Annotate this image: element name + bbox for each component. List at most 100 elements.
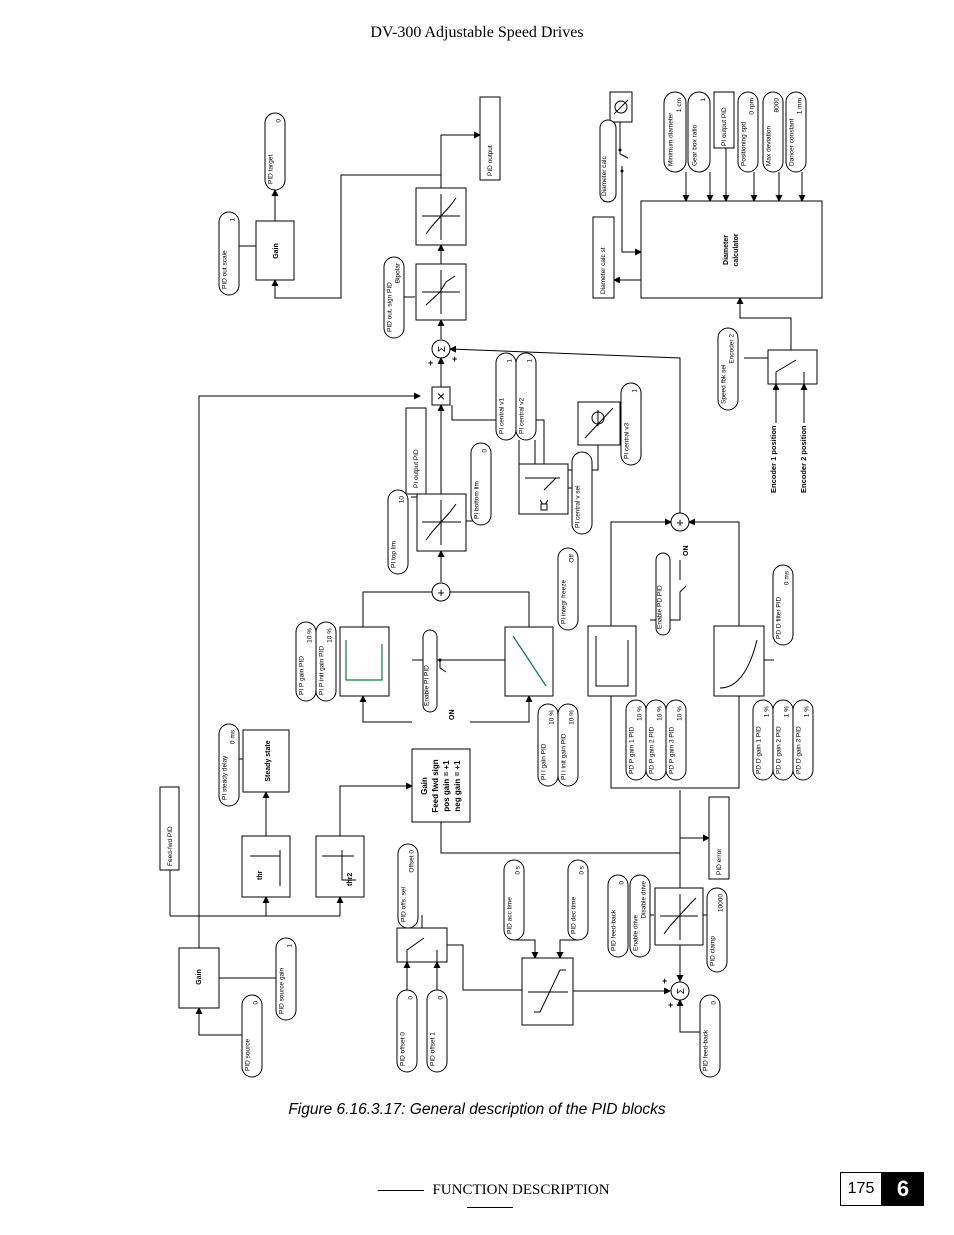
param-label: PI I gain PID [541,743,548,780]
steady-state-label: Steady state [265,740,272,781]
param-value: 1 [700,98,707,102]
param-pill-shape [470,442,492,526]
param-label: PI P init gain PID [319,646,326,695]
param-gear-box-ratio: Gear box ratio 1 [687,91,711,173]
param-pill-shape [687,91,711,173]
param-label: PID offs. sel [401,887,408,922]
param-label: Max deviation [766,126,773,166]
param-label: PID feed-back [703,1029,710,1071]
svg-text:+: + [428,358,433,368]
sum-node-pd: + [670,512,690,532]
chapter-number: 6 [882,1172,924,1206]
param-value: 8000 [774,98,781,113]
param-label: Enable drive [633,914,640,951]
param-pill-shape [599,119,617,203]
param-pill-shape [218,211,240,296]
param-pi-central-v3: PI central v31 [620,382,642,466]
diameter-phi-block [609,91,633,123]
gain-out-block: Gain [255,220,295,281]
pid-error-label: PID error [716,848,723,875]
param-pill-shape [567,859,589,941]
param-pill-shape [515,352,537,441]
param-label: PD P gain 3 PID [669,726,676,774]
param-label: PID out. sign PID [387,282,394,332]
pi-output-pid-box-a: PI output PID [405,407,427,495]
param-label: PID out scale [222,250,229,289]
pi-output-pid-a-label: PI output PID [413,449,420,488]
param-label: PID source gain [279,967,286,1014]
pd-p-block [587,625,637,697]
param-value: 0 rpm [749,98,756,115]
param-value: 1 mm [797,98,804,114]
multiply-node: × [431,386,451,406]
gain-out-label: Gain [273,243,280,259]
param-value: 0 [408,996,415,1000]
diameter-label-1: Diameter [723,235,730,265]
sign-block [415,263,467,321]
param-pill-shape [218,723,240,807]
ramp-block [521,957,574,1026]
svg-text:×: × [437,388,445,404]
clamp-out-block [415,187,467,246]
param-value: 0 [276,119,283,123]
page-header: DV-300 Adjustable Speed Drives [370,24,584,41]
ffwd-line-2: Feed fwd sign [431,759,440,812]
param-label: Gear box ratio [691,124,698,166]
param-pill-shape [275,937,297,1021]
encoder1-label: Encoder 1 position [769,425,778,493]
param-value: 1 % [804,706,811,717]
param-label: PID acc time [507,897,514,934]
param-pill-shape [699,994,721,1078]
param-value: 10 % [677,706,684,721]
svg-text:+: + [662,976,667,986]
param-pill-shape [241,994,263,1078]
central-v-selector [518,463,569,515]
thr2-label: thr2 [347,873,354,886]
feed-fwd-gain-block: Gain Feed fwd sign pos gain = +1 neg gai… [411,748,471,823]
param-pill-shape [620,382,642,466]
param-max-deviation: Max deviation 8000 [762,91,784,173]
svg-text:+: + [668,1000,673,1010]
param-value: 0 [711,1001,718,1005]
offset-selector-block [396,927,448,963]
svg-text:+: + [437,585,445,600]
param-pill-shape [663,91,687,173]
pd-d-block [713,625,765,697]
param-label: PID source [245,1038,252,1071]
param-pill-shape [655,552,671,636]
param-label: Minimum diameter [667,112,674,166]
svg-text:Σ: Σ [676,988,687,994]
param-value: 1 [230,218,237,222]
param-label: PID target [268,155,275,184]
param-pill-shape [557,703,579,787]
param-value: 1 [632,389,639,393]
param-pid-out-scale: PID out scale 1 [218,211,240,296]
sum-node-error: Σ + + [662,976,690,1010]
param-label: PD D filter PID [776,596,783,639]
param-label: PD D gain 1 PID [756,726,763,774]
param-label: PI central v1 [499,397,506,434]
param-label: PI I init gain PID [561,733,568,780]
param-label: PD D gain 3 PID [796,726,803,774]
param-pill-shape [762,91,784,173]
ffwd-line-4: neg gain = +1 [453,760,462,812]
param-value: 1 [287,944,294,948]
param-label: Enable PI PID [423,665,430,706]
diameter-calc-st-box: Diameter calc st [592,216,615,299]
figure-caption: Figure 6.16.3.17: General description of… [288,1101,666,1118]
diameter-calc-switch [618,148,629,173]
thr2-block: thr2 [315,835,365,898]
pi-i-block [504,626,554,697]
param-pill-shape [264,112,286,191]
param-pill-shape [737,91,759,173]
